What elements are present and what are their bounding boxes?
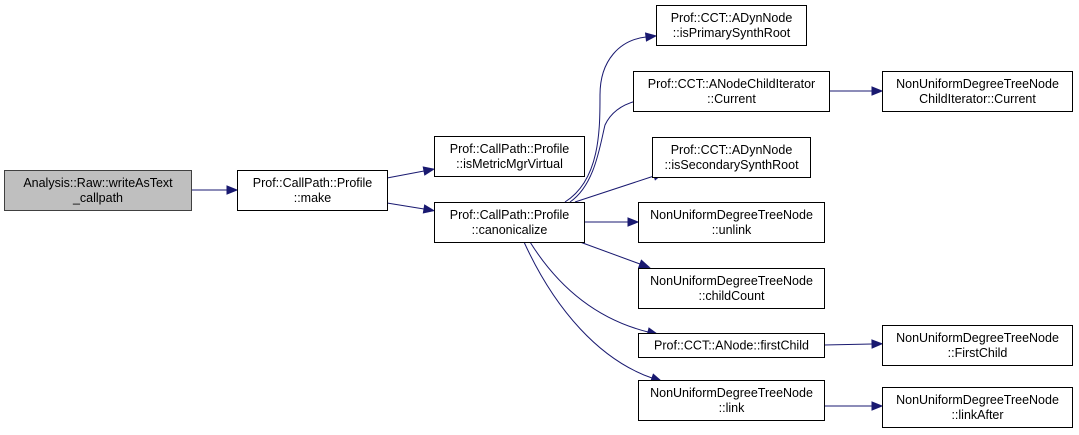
- edge-canonicalize-to-unlink: [584, 217, 640, 227]
- arrowhead-icon: [644, 32, 658, 42]
- edge-line: [569, 100, 637, 203]
- node-label-line: ::linkAfter: [951, 408, 1003, 422]
- node-make[interactable]: Prof::CallPath::Profile::make: [237, 170, 388, 211]
- node-FirstChild[interactable]: NonUniformDegreeTreeNode::FirstChild: [882, 325, 1073, 366]
- edge-firstChild-to-FirstChild: [823, 339, 884, 349]
- node-firstChild[interactable]: Prof::CCT::ANode::firstChild: [638, 333, 825, 358]
- node-label-line: NonUniformDegreeTreeNode: [650, 208, 813, 222]
- edge-line: [386, 170, 425, 179]
- node-box[interactable]: [882, 71, 1073, 112]
- node-label-line: ::isPrimarySynthRoot: [673, 26, 791, 40]
- arrowhead-icon: [422, 204, 436, 214]
- node-label-line: NonUniformDegreeTreeNode: [650, 274, 813, 288]
- edge-line: [579, 241, 641, 265]
- arrowhead-icon: [422, 166, 436, 176]
- node-label-line: Prof::CCT::ANode::firstChild: [654, 339, 809, 353]
- node-box[interactable]: [638, 202, 825, 243]
- edge-root-to-make: [191, 185, 239, 195]
- edge-link-to-linkAfter: [824, 401, 884, 411]
- edge-line: [564, 36, 647, 203]
- node-box[interactable]: [4, 170, 192, 211]
- edge-line: [523, 241, 653, 379]
- node-box[interactable]: [882, 325, 1073, 366]
- arrowhead-icon: [627, 217, 640, 227]
- edge-anciCurrent-to-nudciCurrent: [829, 86, 884, 96]
- node-unlink[interactable]: NonUniformDegreeTreeNode::unlink: [638, 202, 825, 243]
- node-label-line: Prof::CallPath::Profile: [253, 176, 373, 190]
- node-label-line: Analysis::Raw::writeAsText: [23, 176, 173, 190]
- node-label-line: ::isMetricMgrVirtual: [456, 157, 563, 171]
- node-label-line: NonUniformDegreeTreeNode: [896, 393, 1059, 407]
- node-box[interactable]: [652, 137, 811, 178]
- node-box[interactable]: [434, 202, 585, 243]
- node-box[interactable]: [638, 380, 825, 421]
- node-label-line: ChildIterator::Current: [919, 92, 1036, 106]
- node-link[interactable]: NonUniformDegreeTreeNode::link: [638, 380, 825, 421]
- node-box[interactable]: [633, 71, 830, 112]
- node-root[interactable]: Analysis::Raw::writeAsText_callpath: [4, 170, 192, 211]
- node-isSecondarySynthRoot[interactable]: Prof::CCT::ADynNode::isSecondarySynthRoo…: [652, 137, 811, 178]
- node-label-line: ::make: [294, 191, 332, 205]
- arrowhead-icon: [226, 185, 239, 195]
- node-label-line: Prof::CCT::ADynNode: [671, 11, 793, 25]
- node-anciCurrent[interactable]: Prof::CCT::ANodeChildIterator::Current: [633, 71, 830, 112]
- node-label-line: ::isSecondarySynthRoot: [664, 158, 799, 172]
- arrowhead-icon: [871, 339, 884, 349]
- node-label-line: ::Current: [707, 92, 756, 106]
- edge-canonicalize-to-childCount: [579, 241, 651, 269]
- node-isPrimarySynthRoot[interactable]: Prof::CCT::ADynNode::isPrimarySynthRoot: [656, 5, 807, 46]
- edge-line: [823, 343, 873, 346]
- arrowhead-icon: [871, 401, 884, 411]
- node-label-line: ::FirstChild: [948, 346, 1008, 360]
- node-label-line: NonUniformDegreeTreeNode: [896, 77, 1059, 91]
- node-childCount[interactable]: NonUniformDegreeTreeNode::childCount: [638, 268, 825, 309]
- edge-line: [574, 175, 655, 203]
- node-canonicalize[interactable]: Prof::CallPath::Profile::canonicalize: [434, 202, 585, 243]
- edge-canonicalize-to-isPrimarySynthRoot: [564, 32, 658, 203]
- node-nudciCurrent[interactable]: NonUniformDegreeTreeNodeChildIterator::C…: [882, 71, 1073, 112]
- node-label-line: NonUniformDegreeTreeNode: [896, 331, 1059, 345]
- node-label-line: Prof::CallPath::Profile: [450, 142, 570, 156]
- node-label-line: ::canonicalize: [472, 223, 548, 237]
- edge-canonicalize-to-isSecondarySynthRoot: [574, 171, 665, 203]
- node-label-line: NonUniformDegreeTreeNode: [650, 386, 813, 400]
- edge-line: [529, 241, 649, 333]
- node-label-line: Prof::CCT::ADynNode: [671, 143, 793, 157]
- node-label-line: ::childCount: [698, 289, 765, 303]
- node-box[interactable]: [638, 333, 825, 358]
- node-isMetricMgrVirtual[interactable]: Prof::CallPath::Profile::isMetricMgrVirt…: [434, 136, 585, 177]
- node-box[interactable]: [638, 268, 825, 309]
- node-box[interactable]: [882, 387, 1073, 428]
- edge-make-to-isMetricMgrVirtual: [386, 166, 436, 179]
- node-label-line: Prof::CallPath::Profile: [450, 208, 570, 222]
- node-linkAfter[interactable]: NonUniformDegreeTreeNode::linkAfter: [882, 387, 1073, 428]
- edge-make-to-canonicalize: [386, 202, 436, 214]
- arrowhead-icon: [637, 259, 651, 269]
- node-box[interactable]: [434, 136, 585, 177]
- arrowhead-icon: [871, 86, 884, 96]
- node-box[interactable]: [237, 170, 388, 211]
- nodes-layer: Analysis::Raw::writeAsText_callpathProf:…: [4, 5, 1073, 428]
- node-label-line: ::link: [719, 401, 745, 415]
- node-label-line: _callpath: [72, 191, 123, 205]
- node-label-line: Prof::CCT::ANodeChildIterator: [648, 77, 815, 91]
- node-label-line: ::unlink: [712, 223, 752, 237]
- node-box[interactable]: [656, 5, 807, 46]
- edge-line: [386, 202, 425, 210]
